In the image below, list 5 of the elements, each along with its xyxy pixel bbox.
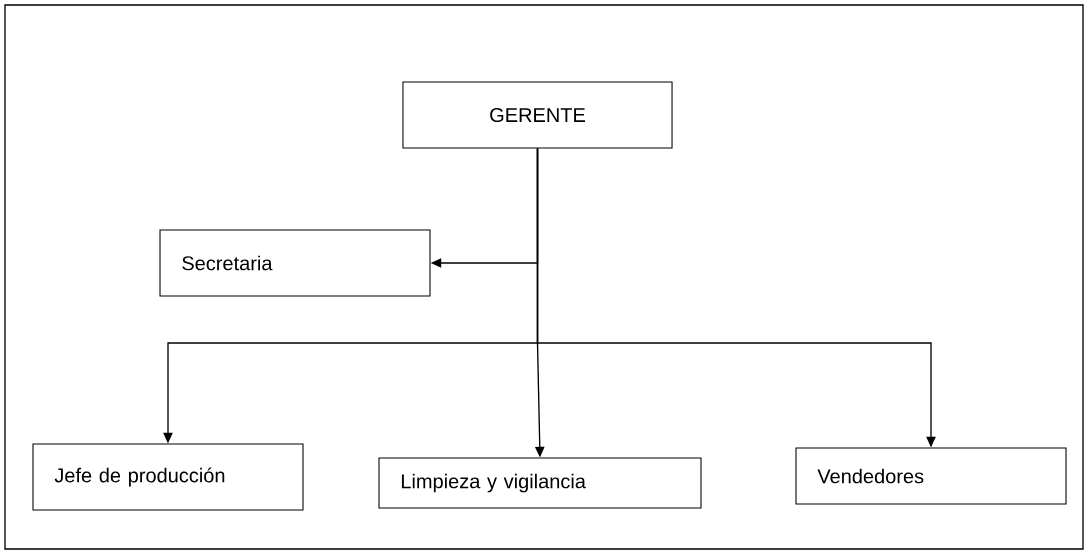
org-box: Jefe de producción — [32, 443, 304, 511]
org-box: Vendedores — [795, 447, 1067, 505]
org-box: Limpieza y vigilancia — [378, 457, 702, 509]
org-box: GERENTE — [402, 81, 673, 149]
org-box: Secretaria — [159, 229, 431, 297]
